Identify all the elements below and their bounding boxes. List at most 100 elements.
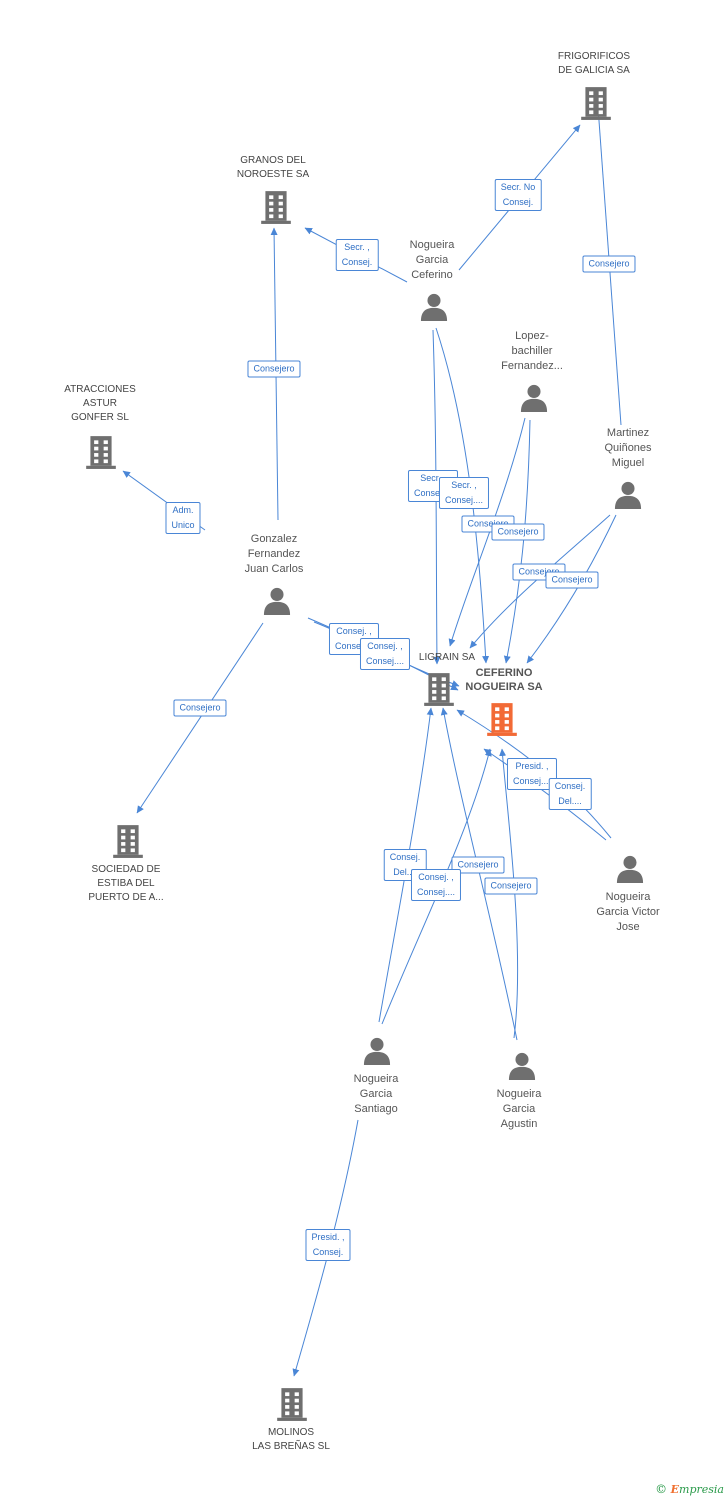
edge-line bbox=[526, 514, 617, 664]
edges-layer bbox=[122, 92, 622, 1377]
node-label-line: Jose bbox=[616, 921, 640, 933]
company-icon[interactable] bbox=[261, 191, 291, 224]
relation-label[interactable]: Consej. ,Consej.... bbox=[410, 869, 462, 901]
relation-label-line: Consej. bbox=[554, 781, 586, 791]
relation-label[interactable]: Consejero bbox=[173, 699, 227, 717]
node-label-line: GRANOS DEL bbox=[240, 155, 306, 166]
person-icon[interactable] bbox=[363, 1037, 391, 1065]
company-icon[interactable] bbox=[581, 87, 611, 120]
relation-label-line: Consej. , bbox=[336, 626, 372, 636]
node-label-line: ASTUR bbox=[83, 398, 117, 409]
relation-label[interactable]: Presid. , Consej.... bbox=[506, 758, 558, 790]
node-label-line: Agustin bbox=[500, 1118, 538, 1130]
relation-label-line: Consejero bbox=[490, 880, 532, 891]
node-label-line: MOLINOS bbox=[267, 1427, 315, 1438]
node-label-line: CEFERINO bbox=[475, 667, 533, 679]
company-icon[interactable] bbox=[113, 825, 143, 858]
node-label-granos[interactable]: GRANOS DEL NOROESTE SA bbox=[237, 154, 309, 182]
relation-label[interactable]: Consejero bbox=[545, 571, 599, 589]
relation-label[interactable]: Secr. ,Consej.... bbox=[438, 477, 490, 509]
relation-label-line: Consej. , bbox=[367, 641, 403, 651]
relation-label[interactable]: Consej. ,Consej.... bbox=[359, 638, 411, 670]
node-label-line: LAS BREÑAS SL bbox=[252, 1441, 330, 1452]
relation-label-line: Secr. , bbox=[451, 480, 477, 490]
node-label-frigorificos[interactable]: FRIGORIFICOS DE GALICIA SA bbox=[558, 50, 630, 78]
relation-label-line: Presid. , bbox=[515, 761, 549, 771]
relation-label[interactable]: Presid. ,Consej. bbox=[305, 1229, 351, 1261]
relation-label-line: Consejero bbox=[518, 566, 560, 577]
main-company-icon[interactable] bbox=[487, 703, 517, 736]
node-label-line: Martinez bbox=[606, 427, 650, 439]
node-label-molinos[interactable]: MOLINOS LAS BREÑAS SL bbox=[252, 1426, 330, 1454]
relation-label-line: Adm. bbox=[172, 505, 194, 515]
relation-label-line: Consej.... bbox=[413, 488, 453, 498]
relation-label[interactable]: Secr. ,Consej. bbox=[335, 239, 379, 271]
relation-label-line: Secr. , bbox=[420, 473, 446, 483]
node-label-line: Garcia bbox=[502, 1103, 536, 1115]
node-label-line: bachiller bbox=[511, 345, 553, 357]
company-icon[interactable] bbox=[424, 673, 454, 706]
relation-label[interactable]: Consejero bbox=[582, 255, 636, 273]
node-label-line: GONFER SL bbox=[71, 412, 129, 423]
relation-label[interactable]: Consej. Del.... bbox=[548, 778, 592, 810]
relation-label[interactable]: Consejero bbox=[484, 877, 538, 895]
edge-line bbox=[448, 417, 526, 647]
company-icon[interactable] bbox=[86, 436, 116, 469]
person-icon[interactable] bbox=[263, 587, 291, 615]
relation-label-line: Consej.... bbox=[334, 641, 374, 651]
relation-label-line: Presid. , bbox=[311, 1232, 345, 1242]
node-label-line: LIGRAIN SA bbox=[418, 652, 476, 663]
person-icon[interactable] bbox=[614, 481, 642, 509]
node-label-line: Lopez- bbox=[515, 330, 549, 342]
person-icon[interactable] bbox=[616, 855, 644, 883]
node-label-line: Nogueira bbox=[409, 239, 455, 251]
relation-label-line: Consejero bbox=[179, 702, 221, 713]
node-label-line: Garcia bbox=[415, 254, 449, 266]
person-icon[interactable] bbox=[520, 384, 548, 412]
node-label-line: Ceferino bbox=[411, 269, 453, 281]
relation-label[interactable]: Consejero bbox=[247, 360, 301, 378]
relation-label-line: Secr. No bbox=[500, 182, 536, 192]
icons-layer bbox=[86, 87, 644, 1421]
relation-label[interactable]: Adm.Unico bbox=[165, 502, 201, 534]
brand-logo-text: mpresia bbox=[679, 1483, 724, 1496]
brand-logo-initial: E bbox=[670, 1483, 680, 1496]
relation-label-line: Del.... bbox=[393, 867, 417, 877]
relation-label-line: Consej. , bbox=[418, 872, 454, 882]
company-icon[interactable] bbox=[277, 1388, 307, 1421]
edge-line bbox=[292, 1119, 359, 1377]
edge-line bbox=[483, 748, 607, 841]
relation-label-line: Del.... bbox=[558, 796, 582, 806]
node-label-line: Garcia Victor bbox=[596, 906, 660, 918]
node-label-line: Nogueira bbox=[605, 891, 651, 903]
node-label-ligrain[interactable]: LIGRAIN SA bbox=[419, 651, 475, 665]
node-label-line: NOROESTE SA bbox=[236, 169, 310, 180]
relation-label-line: Consejero bbox=[253, 363, 295, 374]
relation-label[interactable]: Consejero bbox=[491, 523, 545, 541]
relation-label-line: Consejero bbox=[497, 526, 539, 537]
edge-line bbox=[432, 329, 441, 665]
relation-label-line: Consej. bbox=[389, 852, 421, 862]
node-label-line: DE GALICIA SA bbox=[558, 65, 630, 76]
node-label-line: Fernandez... bbox=[501, 360, 563, 372]
relation-label-line: Consejero bbox=[457, 859, 499, 870]
node-label-line: FRIGORIFICOS bbox=[557, 51, 631, 62]
relation-label-line: Consej.... bbox=[512, 776, 552, 786]
relation-label[interactable]: Consejero bbox=[451, 856, 505, 874]
person-icon[interactable] bbox=[508, 1052, 536, 1080]
brand-footer[interactable]: © Empresia bbox=[655, 1482, 724, 1496]
person-icon[interactable] bbox=[420, 293, 448, 321]
node-label-line: Gonzalez bbox=[250, 533, 298, 545]
